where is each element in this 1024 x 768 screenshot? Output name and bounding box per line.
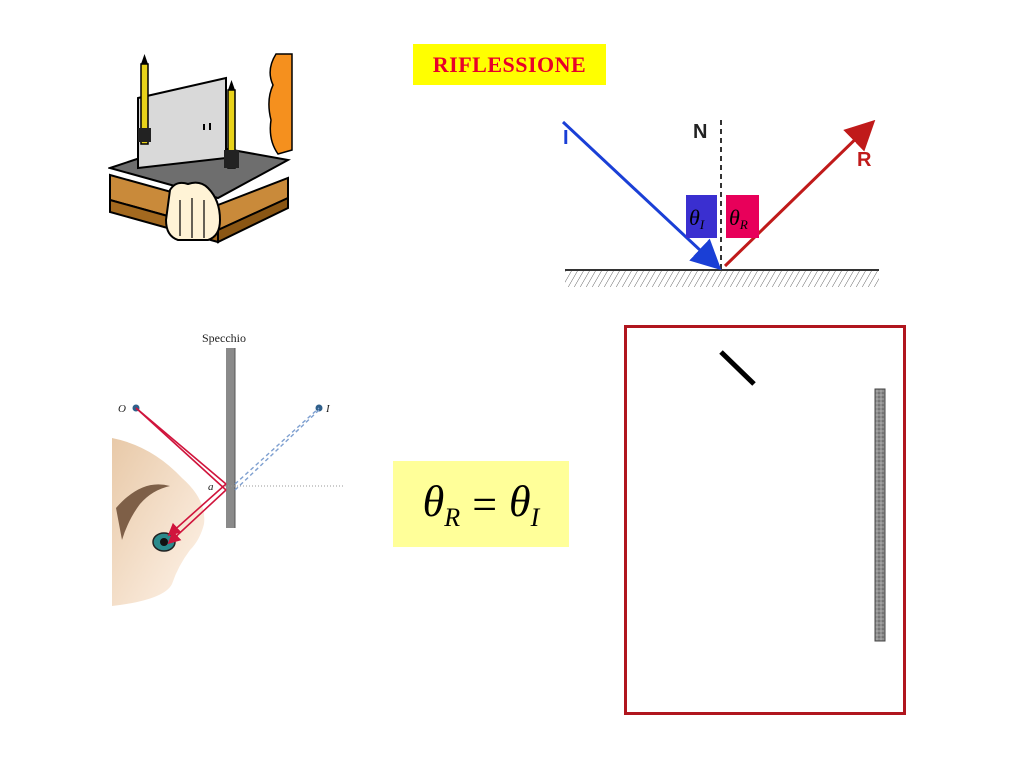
- object-label: O: [118, 403, 126, 415]
- incident-ray: [561, 120, 722, 271]
- incident-ray-label: I: [563, 127, 569, 149]
- mirror-label: Specchio: [202, 331, 246, 345]
- reflected-ray: [723, 119, 876, 268]
- plane-mirror-eye-diagram: Specchio O I a: [112, 331, 344, 606]
- reflection-point-label: a: [208, 481, 214, 493]
- glass-plate-experiment-illustration: [108, 53, 293, 244]
- light-beam-segment: [719, 350, 756, 386]
- reflection-ray-diagram: θI θR I N R: [561, 119, 879, 287]
- vertical-mirror: [874, 388, 886, 642]
- reflected-angle-label: θR: [729, 205, 748, 232]
- formula-left: θR: [422, 476, 461, 532]
- animation-frame: [624, 325, 906, 715]
- reflected-angle-box: [726, 195, 759, 238]
- formula-equals: =: [472, 479, 498, 529]
- incident-angle-box: [686, 195, 717, 238]
- slide-title: RIFLESSIONE: [413, 44, 606, 85]
- incident-angle-label: θI: [689, 205, 705, 232]
- normal-label: N: [693, 121, 707, 143]
- image-label: I: [325, 403, 331, 415]
- mirror: [226, 348, 235, 528]
- formula-right: θI: [509, 476, 540, 532]
- law-of-reflection-formula: θR = θI: [393, 461, 569, 547]
- reflected-ray-label: R: [857, 149, 872, 171]
